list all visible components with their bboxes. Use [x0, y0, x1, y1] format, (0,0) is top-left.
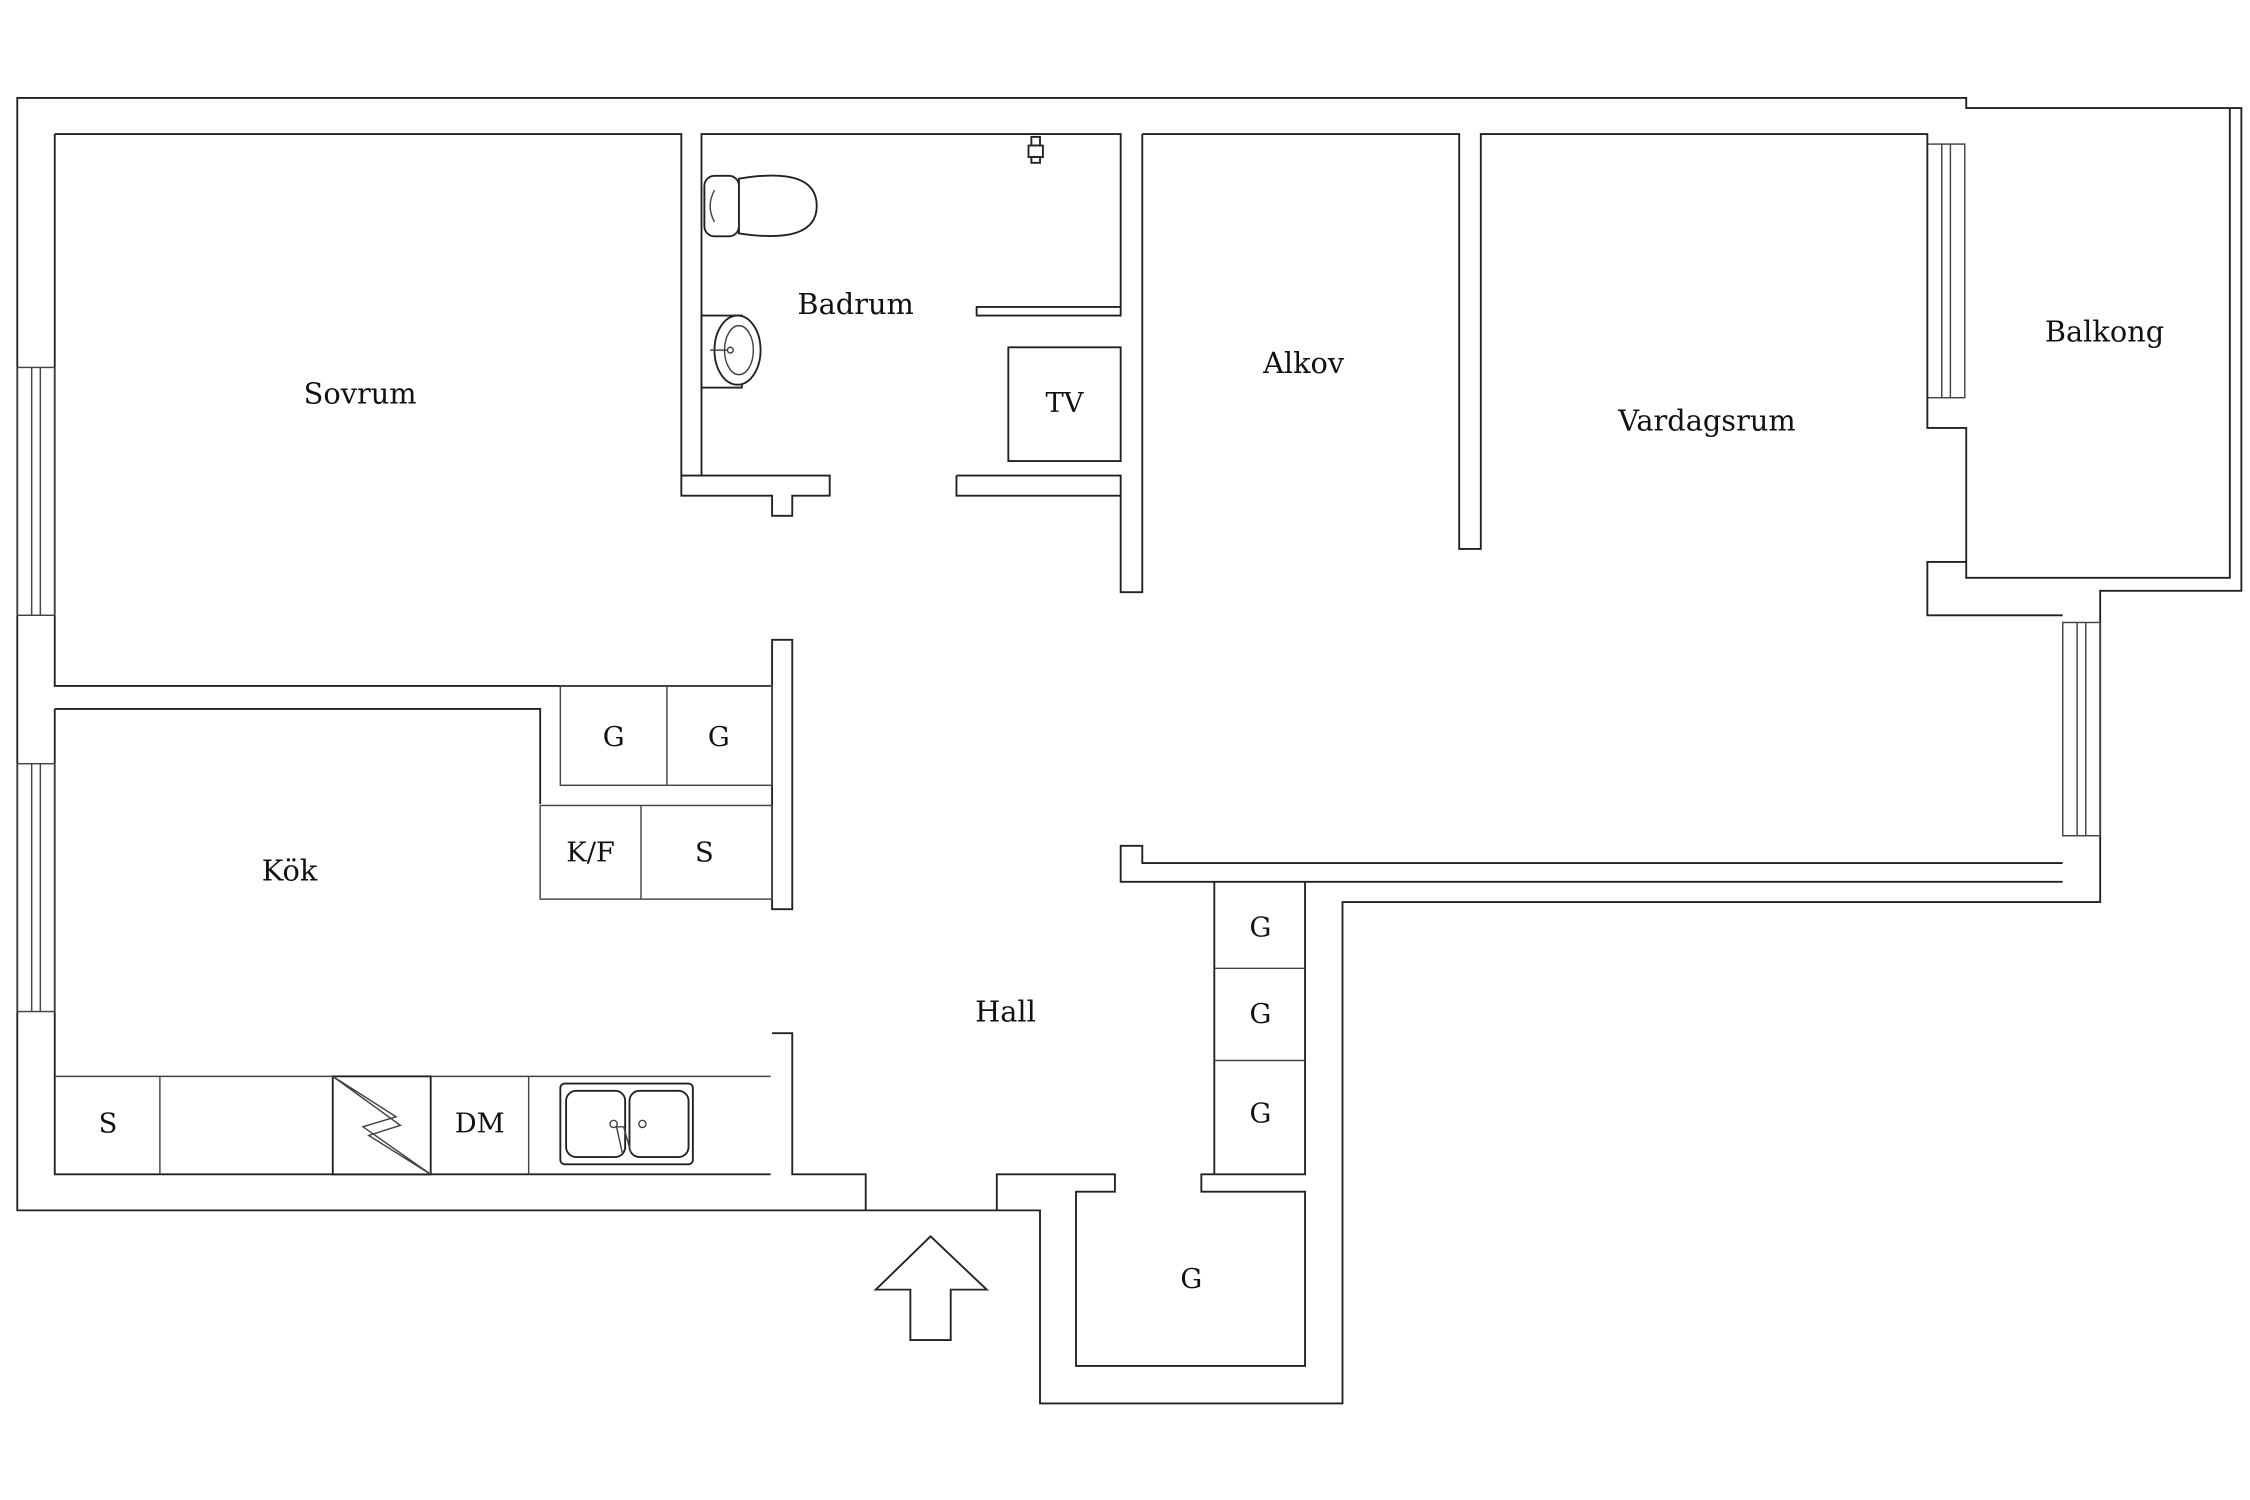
- fixture-label-tv: TV: [1045, 388, 1084, 419]
- room-label-sovrum: Sovrum: [304, 376, 417, 410]
- shower-head-icon: [1027, 135, 1044, 164]
- fixture-label-cabinet: S: [99, 1108, 118, 1139]
- living-walls: [1119, 108, 2231, 883]
- room-label-badrum: Badrum: [797, 287, 913, 321]
- hall-walls: [771, 638, 1306, 1367]
- closets: [539, 685, 1306, 1062]
- room-labels: Sovrum Badrum Alkov Vardagsrum Balkong K…: [262, 287, 2164, 1028]
- bathroom-walls: [680, 134, 1144, 594]
- room-label-alkov: Alkov: [1262, 346, 1345, 380]
- stove-icon: [331, 1075, 432, 1176]
- fixture-label-wardrobe: G: [708, 722, 730, 753]
- fixture-label-dishwasher: DM: [455, 1108, 505, 1139]
- fixture-label-wardrobe: G: [1249, 1098, 1271, 1129]
- outer-walls: [16, 97, 2243, 1405]
- room-label-balkong: Balkong: [2045, 314, 2164, 348]
- washbasin-icon: [700, 314, 762, 389]
- fixture-label-wardrobe: G: [1249, 999, 1271, 1030]
- room-label-kok: Kök: [262, 853, 318, 887]
- fixture-label-wardrobe: G: [603, 722, 625, 753]
- fixture-label-fridge-freezer: K/F: [566, 838, 615, 869]
- room-label-vardagsrum: Vardagsrum: [1617, 404, 1796, 438]
- fixture-label-wardrobe: G: [1180, 1264, 1202, 1295]
- fixture-label-cabinet: S: [695, 838, 714, 869]
- windows: [16, 143, 2101, 1013]
- fixture-label-wardrobe: G: [1249, 912, 1271, 943]
- room-label-hall: Hall: [975, 995, 1036, 1029]
- entrance-arrow-icon: [873, 1235, 990, 1341]
- fixture-labels: TV G G K/F S G G G G S DM: [99, 388, 1272, 1295]
- toilet-icon: [703, 174, 818, 238]
- kitchen-sink-icon: [559, 1082, 694, 1166]
